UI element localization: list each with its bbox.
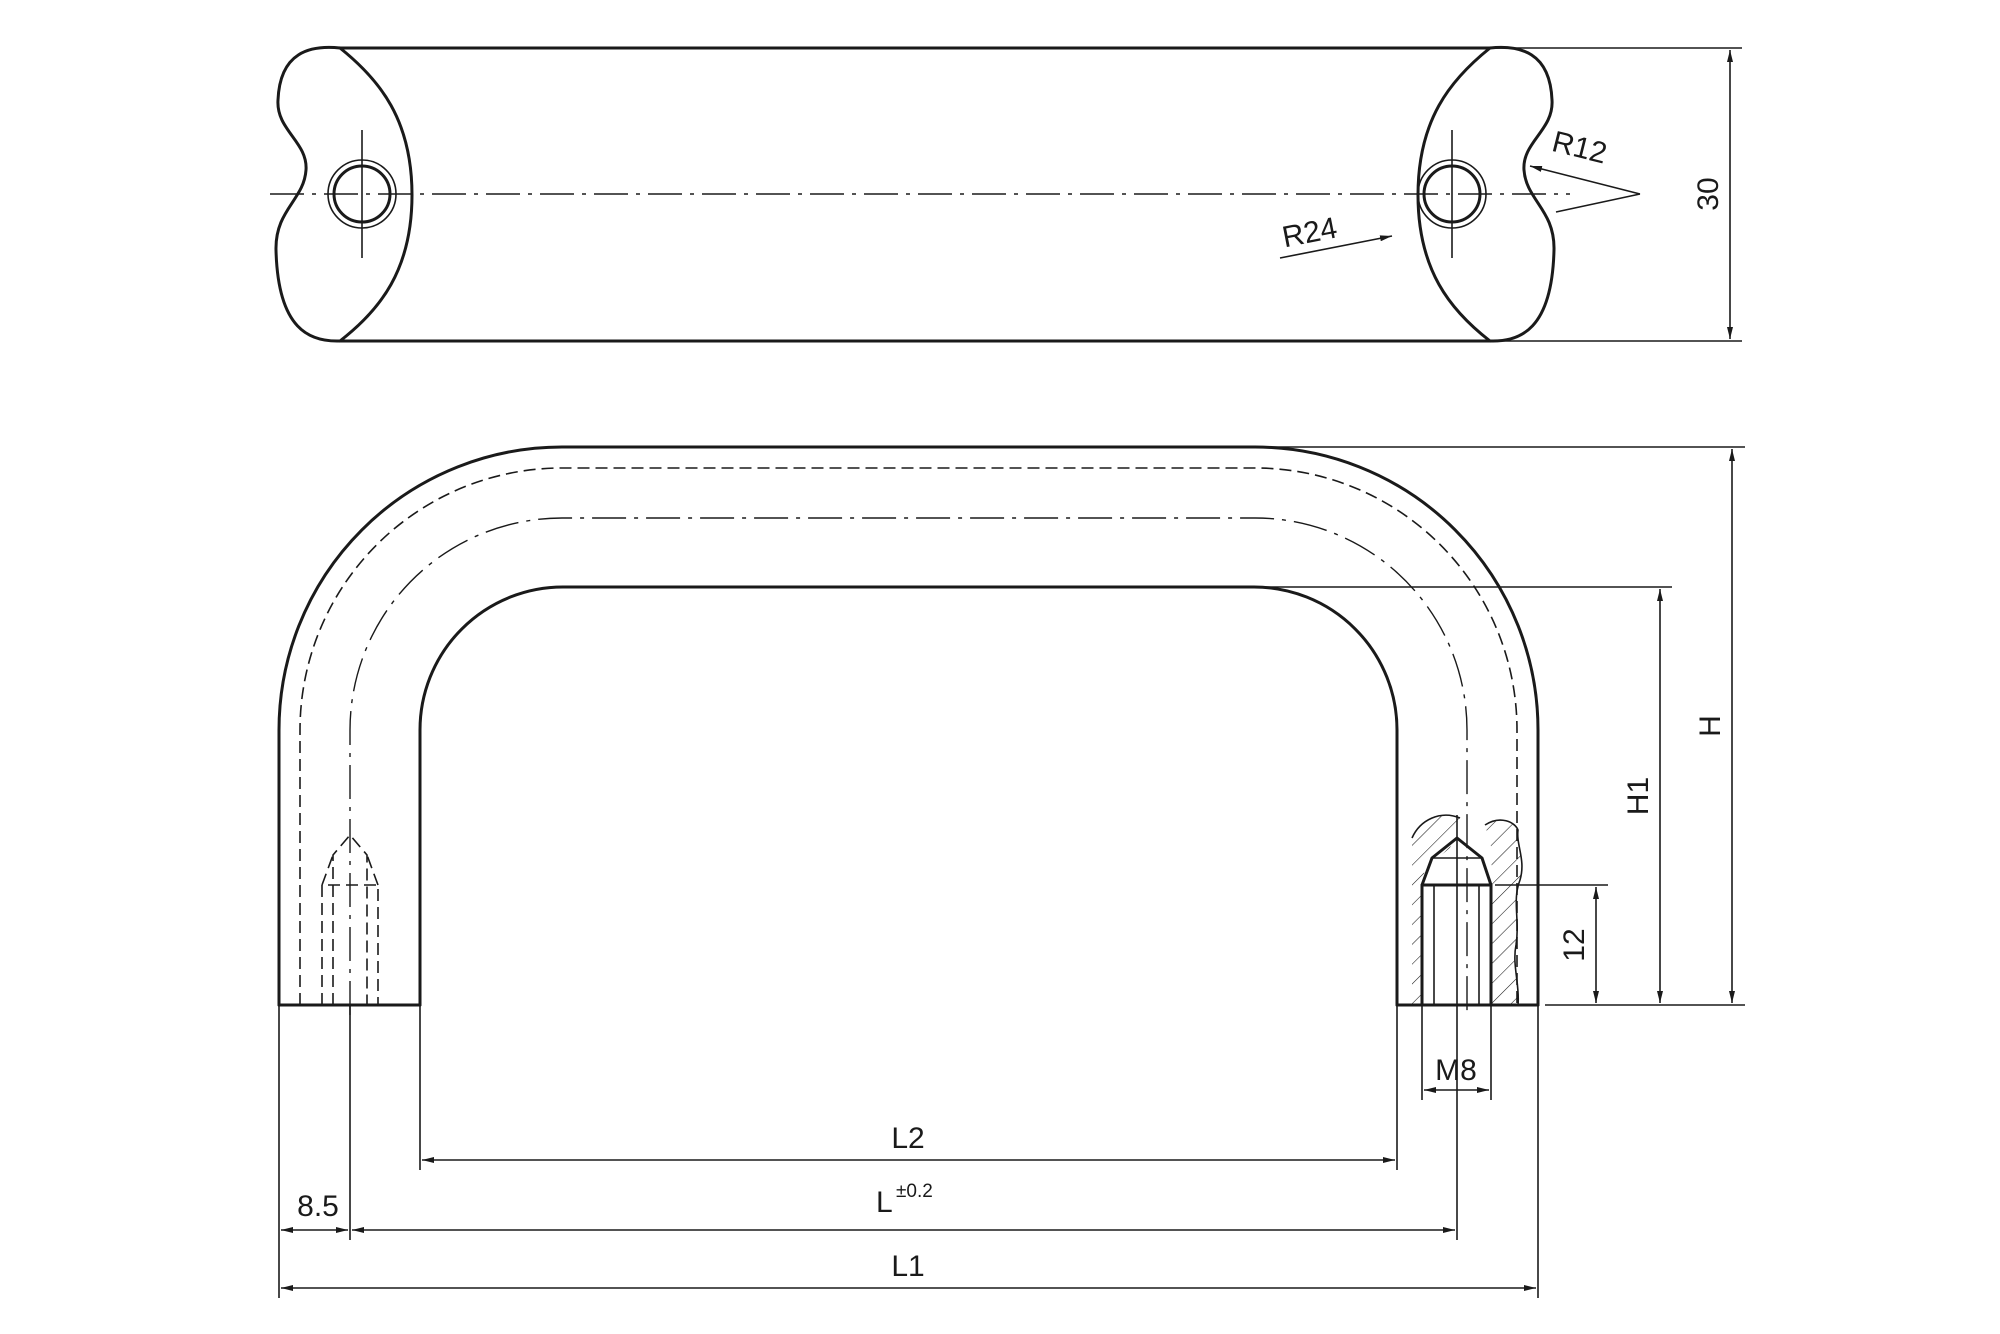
top-view: R12 R24 30: [270, 45, 1742, 343]
r12-label: R12: [1549, 125, 1610, 170]
dim-h1-label: H1: [1622, 777, 1655, 815]
handle-hidden-line: [299, 467, 1518, 1005]
dim-m8-label: M8: [1435, 1054, 1477, 1087]
dim-l2-label: L2: [891, 1122, 924, 1155]
right-section-cutaway: [1411, 814, 1523, 1080]
handle-center-line: [349, 517, 1468, 1015]
dim-h-label: H: [1694, 715, 1727, 737]
dim-l-tolerance: ±0.2: [896, 1181, 933, 1202]
dim-l-label: L: [876, 1186, 893, 1219]
handle-outer-profile: [277, 445, 1540, 1007]
left-end-inner-arc: [338, 46, 414, 343]
break-line: [1411, 814, 1523, 1006]
front-view: H H1 12 M8 L2 L ±0.2 8.5 L1: [277, 445, 1745, 1298]
r12-leader: [1529, 165, 1641, 195]
r24-leader: [1279, 235, 1393, 259]
left-end-outline: [274, 45, 342, 343]
left-threaded-hole: [321, 833, 379, 1005]
dim-l1-label: L1: [891, 1250, 924, 1283]
dim-30-label: 30: [1692, 177, 1725, 210]
dim-8-5-label: 8.5: [297, 1190, 339, 1223]
handle-inner-profile: [418, 585, 1399, 1007]
r24-leader-upper: [1555, 193, 1641, 213]
right-end-outline: [1488, 45, 1556, 343]
dim-12-label: 12: [1558, 928, 1591, 961]
